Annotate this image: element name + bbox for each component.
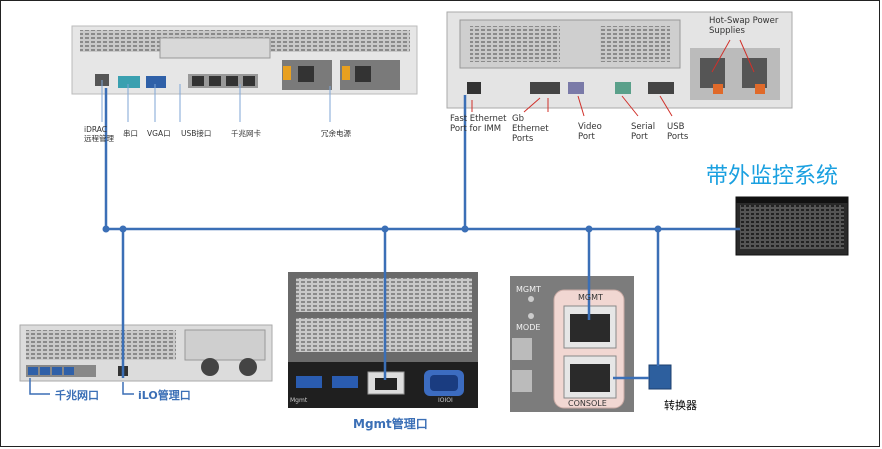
server1-label-psu: 冗余电源 [321,129,351,138]
switch-ports-photo [510,276,634,412]
monitoring-appliance [735,196,849,256]
server-rear-panel-1 [71,25,418,95]
mgmt-photo-port-text: Mgmt [290,397,308,404]
server2-callout-lines [471,39,755,117]
server1-label-serial: 串口 [123,129,138,138]
server-rear-panel-3 [19,324,273,382]
server3-label-ilo: iLO管理口 [138,389,191,402]
converter-label: 转换器 [664,399,697,412]
mgmt-port-label: Mgmt管理口 [353,417,428,431]
switch-console-label: CONSOLE [568,399,607,408]
server1-label-vga: VGA口 [147,129,171,138]
network-junctions [102,225,662,233]
mgmt-photo-vga-text: IOIOI [438,397,453,404]
server3-label-gige: 千兆网口 [55,389,99,402]
oob-system-title: 带外监控系统 [706,164,839,189]
server3-label-brackets [29,378,134,395]
switch-mgmt-side-label: MGMT [516,285,541,294]
mgmt-port-photo [288,272,478,408]
switch-mode-label: MODE [516,323,541,332]
converter-box [648,364,672,390]
network-lines [104,88,740,380]
server1-callout-lines [101,80,331,122]
server-rear-panel-2 [446,11,793,109]
server1-label-usb: USB接口 [181,129,212,138]
server1-label-gige: 千兆网卡 [231,129,261,138]
switch-mgmt-port-label: MGMT [578,293,603,302]
